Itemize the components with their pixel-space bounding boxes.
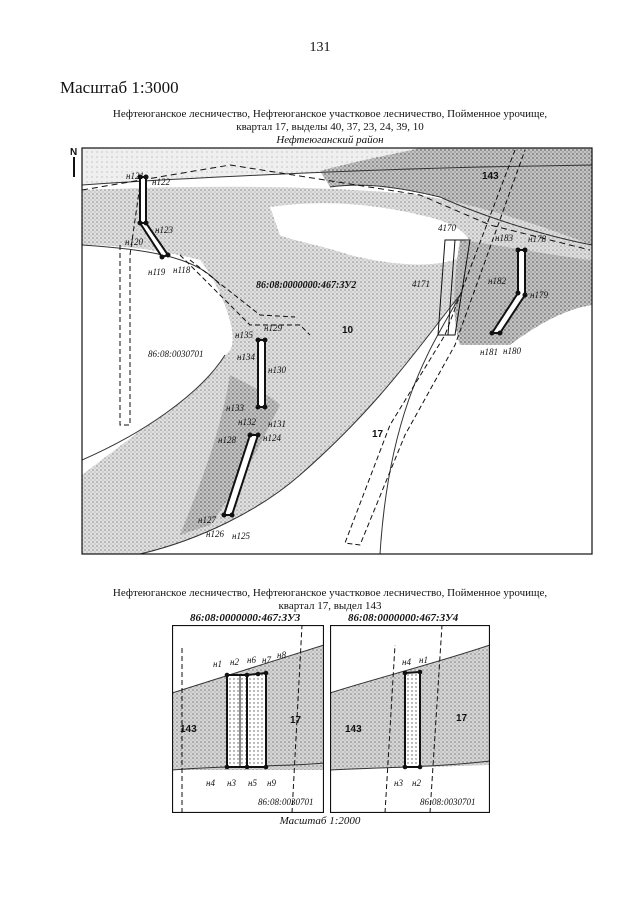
quarter-label-143: 143 [180,724,197,735]
point-label: н179 [530,290,548,300]
point-label: н8 [277,650,286,660]
point-label: н126 [206,529,224,539]
point-label: н7 [262,655,271,665]
point-label: н182 [488,276,506,286]
point-label: н121 [126,171,144,181]
quarter-label-143: 143 [345,724,362,735]
quarter-label-17: 17 [290,715,302,726]
parcel-label: 86:08:0030701 [258,797,314,807]
inset-right-title: 86:08:0000000:467:ЗУ4 [348,612,459,624]
point-label: н120 [125,237,143,247]
forest-143 [320,148,592,245]
point-label: н2 [230,657,239,667]
point-label: н119 [148,267,166,277]
cadastral-label-zu2: 86:08:0000000:467:ЗУ2 [256,280,356,291]
point-label: н127 [198,515,216,525]
inset-left-title: 86:08:0000000:467:ЗУ3 [190,612,301,624]
parcel-label: 86:08:0030701 [148,349,204,359]
point-label: н130 [268,365,286,375]
point-label: н131 [268,419,286,429]
inset-map-zu3: н1 н2 н6 н7 н8 н4 н3 н5 н9 143 17 86:08:… [172,625,324,813]
point-label: н1 [419,655,428,665]
parcel-label: 86:08:0030701 [420,797,476,807]
point-label: н124 [263,433,281,443]
point-label: н4 [206,778,215,788]
point-label: н135 [235,330,253,340]
point-label: н134 [237,352,255,362]
corridor-129-133 [257,339,266,408]
page-number: 131 [309,40,331,55]
point-label: н1 [213,659,222,669]
caption1-line2: квартал 17, выделы 40, 37, 23, 24, 39, 1… [236,121,424,133]
point-label: н180 [503,346,521,356]
quarter-label-17: 17 [456,713,468,724]
channel-west [82,245,229,460]
point-label: н133 [226,403,244,413]
boundary-label-4171: 4171 [412,279,430,289]
quarter-label-17: 17 [372,429,384,440]
caption2-line1: Нефтеюганское лесничество, Нефтеюганское… [112,587,548,599]
point-label: н9 [267,778,276,788]
north-label: N [70,147,77,158]
inset-map-zu4: н4 н1 н3 н2 143 17 86:08:0030701 [330,625,490,813]
forest-dark-strip [180,375,280,535]
point-label: н132 [238,417,256,427]
boundary-label-4170: 4170 [438,223,457,233]
point-label: н4 [402,657,411,667]
point-label: н122 [152,177,170,187]
caption1-district: Нефтеюганский район [276,134,384,146]
point-label: н2 [412,778,421,788]
point-label: н6 [247,655,256,665]
quarter-label-143: 143 [482,171,499,182]
point-label: н123 [155,225,173,235]
point-label: н3 [394,778,403,788]
scale-label-top: Масштаб 1:3000 [60,78,179,97]
point-labels-main: н121 н122 н123 н120 н119 н118 н135 н129 … [125,171,548,541]
point-label: н178 [528,234,546,244]
main-map-frame [81,147,593,555]
vydel-label-10: 10 [342,325,354,336]
north-arrow: N [70,147,77,177]
point-label: н181 [480,347,498,357]
point-label: н183 [495,233,513,243]
point-label: н118 [173,265,191,275]
point-label: н3 [227,778,236,788]
channel [270,203,470,265]
main-map: N [70,147,593,555]
caption1-line1: Нефтеюганское лесничество, Нефтеюганское… [112,108,548,120]
caption2-line2: квартал 17, выдел 143 [278,600,382,612]
point-label: н129 [264,323,282,333]
point-label: н5 [248,778,257,788]
point-label: н128 [218,435,236,445]
point-label: н125 [232,531,250,541]
scale-label-bottom: Масштаб 1:2000 [279,815,361,827]
